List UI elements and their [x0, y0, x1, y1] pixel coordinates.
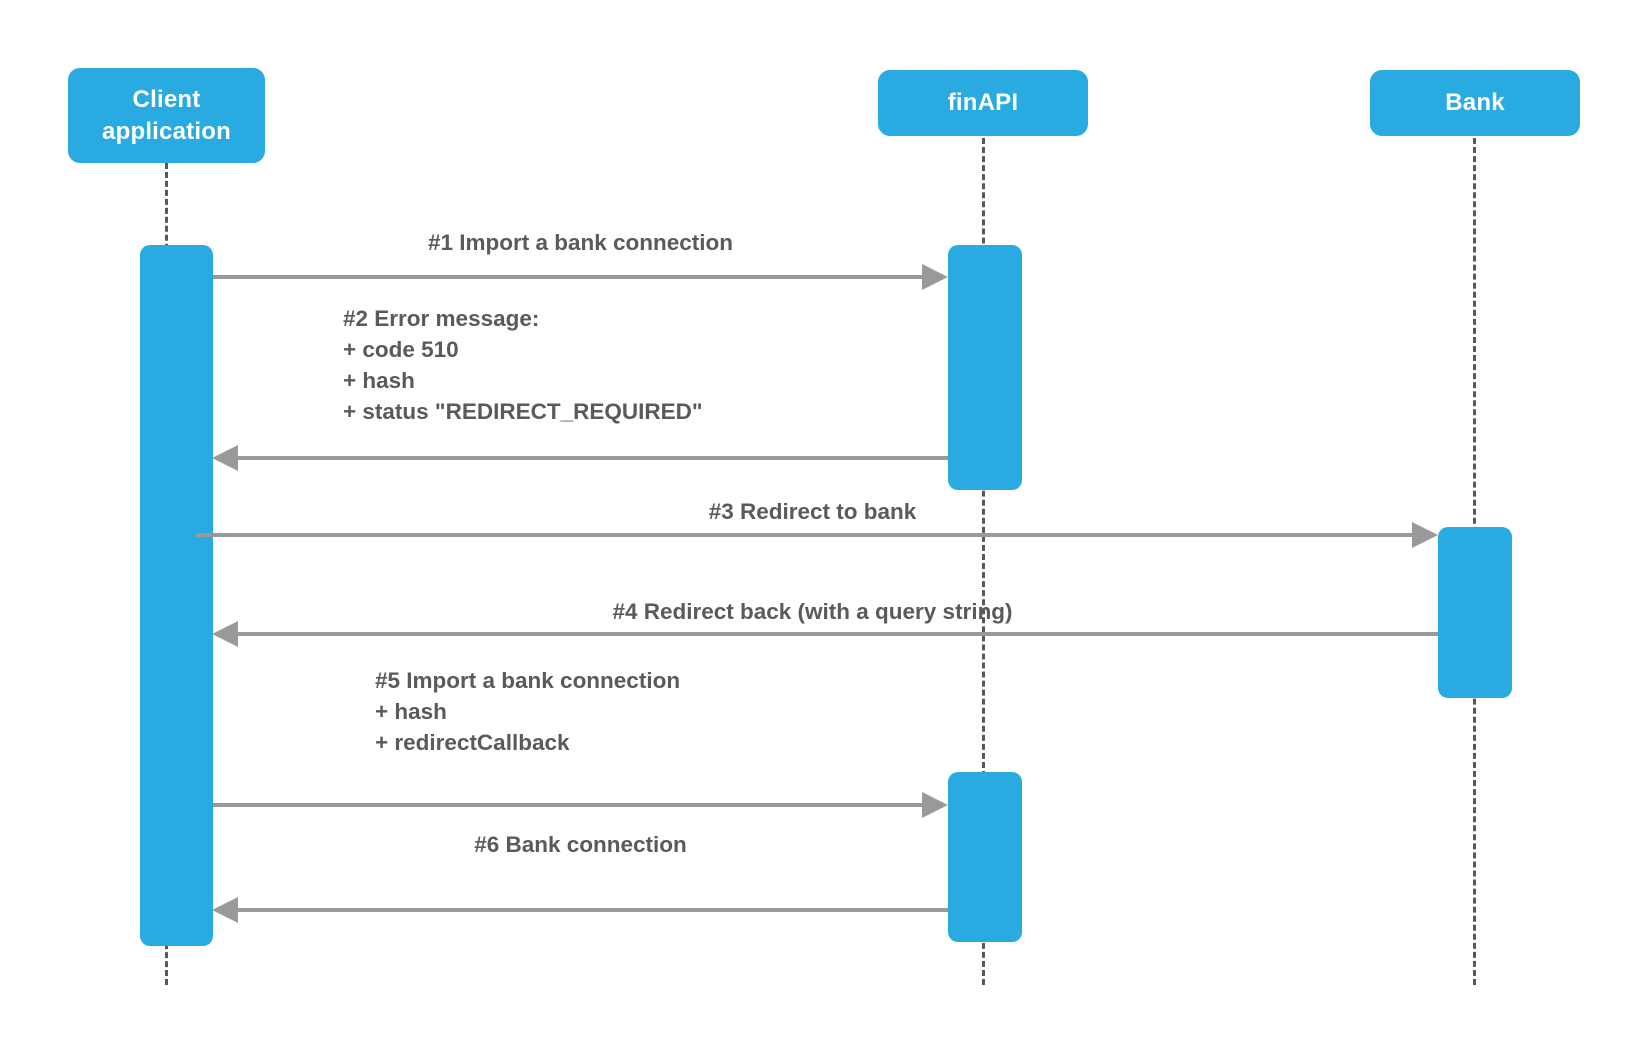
- message-line-1: [213, 275, 922, 279]
- message-label-2: #2 Error message: + code 510 + hash + st…: [343, 306, 703, 424]
- message-arrowhead-5: [922, 792, 948, 818]
- participant-label-client: Client application: [102, 85, 231, 145]
- message-line-5: [213, 803, 922, 807]
- message-label-1: #1 Import a bank connection: [427, 230, 734, 255]
- participant-header-bank[interactable]: Bank: [1370, 70, 1580, 136]
- message-label-6: #6 Bank connection: [474, 832, 687, 857]
- message-label-5: #5 Import a bank connection + hash + red…: [375, 668, 681, 755]
- activation-bar-client: [140, 245, 213, 946]
- message-arrowhead-2: [212, 445, 238, 471]
- participant-header-client[interactable]: Client application: [68, 68, 265, 163]
- message-arrowhead-1: [922, 264, 948, 290]
- participant-label-bank: Bank: [1445, 89, 1505, 117]
- activation-bar-finapi-1: [948, 245, 1022, 490]
- activation-bar-bank: [1438, 527, 1512, 698]
- message-line-2: [238, 456, 948, 460]
- message-label-3: #3 Redirect to bank: [708, 499, 917, 524]
- message-line-6: [238, 908, 948, 912]
- lifeline-finapi: [982, 138, 985, 985]
- message-line-4: [238, 632, 1438, 636]
- participant-header-finapi[interactable]: finAPI: [878, 70, 1088, 136]
- message-arrowhead-6: [212, 897, 238, 923]
- activation-bar-finapi-2: [948, 772, 1022, 942]
- message-label-4: #4 Redirect back (with a query string): [612, 599, 1013, 624]
- message-line-3: [196, 533, 1412, 537]
- message-arrowhead-4: [212, 621, 238, 647]
- participant-label-finapi: finAPI: [947, 89, 1019, 117]
- message-arrowhead-3: [1412, 522, 1438, 548]
